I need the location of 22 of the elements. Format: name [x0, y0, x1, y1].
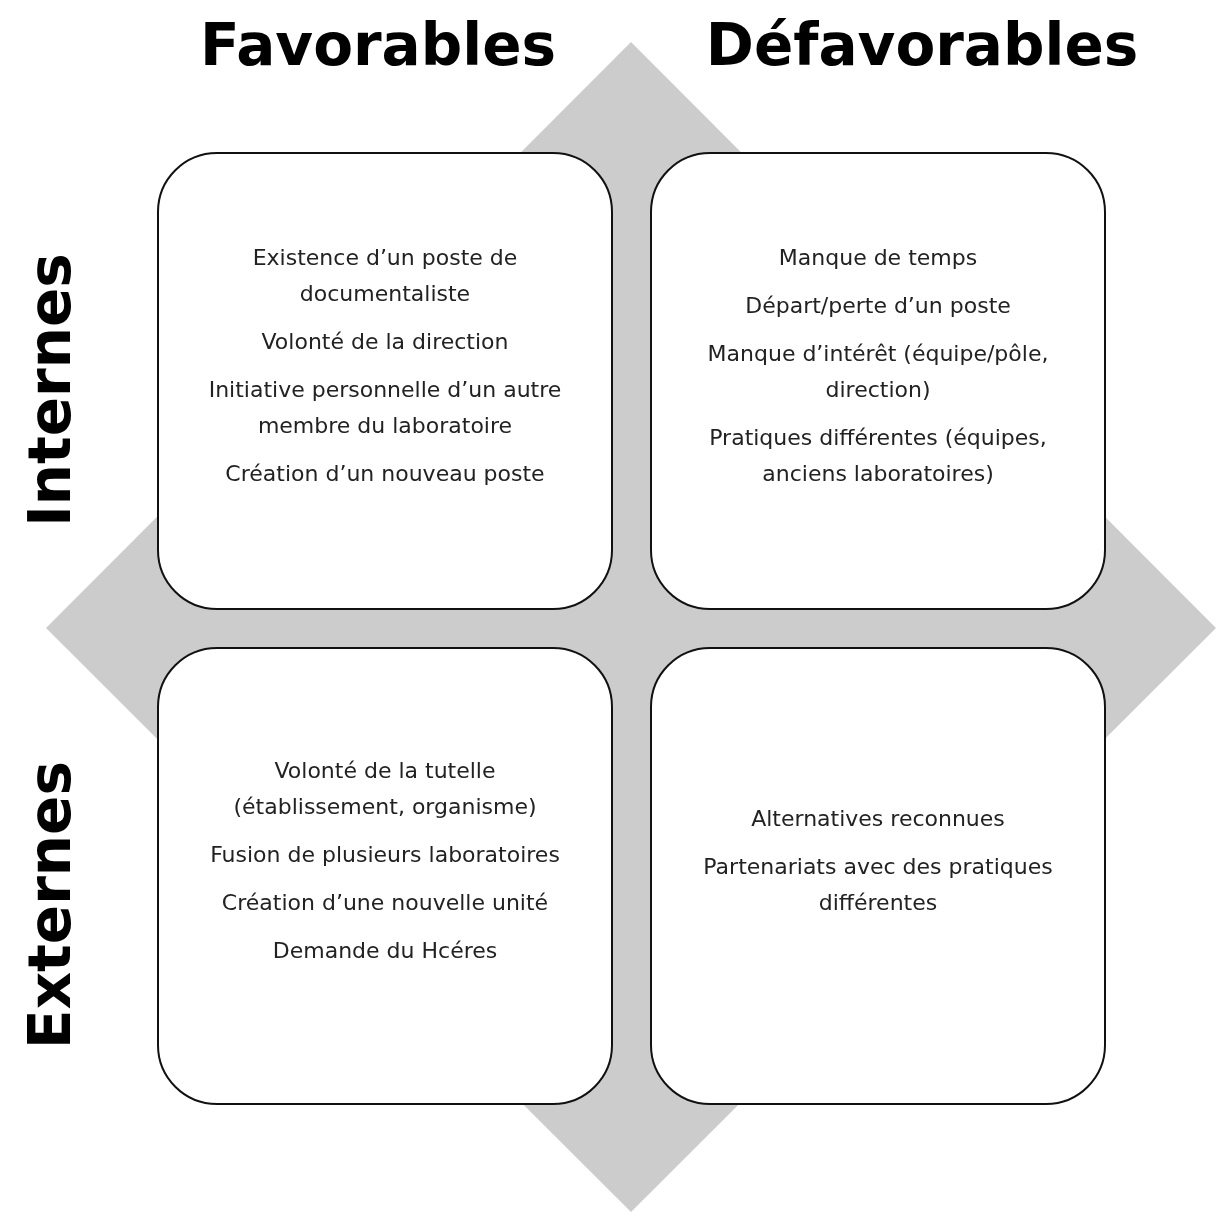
list-item: Création d’une nouvelle unité [221, 889, 549, 917]
list-item: Départ/perte d’un poste [745, 292, 1011, 320]
rounded-box [157, 152, 613, 610]
list-item: Manque de temps [778, 244, 978, 272]
list-item: Création d’un nouveau poste [225, 460, 545, 488]
row-heading: Internes [21, 253, 79, 527]
rounded-box [157, 647, 613, 1105]
list-item: Demande du Hcéres [272, 937, 498, 965]
list-item: Initiative personnelle d’un autre membre du laboratoire [207, 376, 563, 440]
column-heading: Favorables [200, 16, 556, 74]
list-item: Volonté de la tutelle (établissement, organisme) [232, 757, 538, 821]
list-item: Manque d’intérêt (équipe/pôle, direction) [706, 340, 1050, 404]
rounded-box [650, 152, 1106, 610]
list-item: Existence d’un poste de documentaliste [251, 244, 519, 308]
list-item: Pratiques différentes (équipes, anciens laboratoires) [708, 424, 1048, 488]
list-item: Volonté de la direction [261, 328, 509, 356]
list-item: Fusion de plusieurs laboratoires [210, 841, 560, 869]
rounded-box [650, 647, 1106, 1105]
column-heading: Défavorables [705, 16, 1139, 74]
row-heading: Externes [21, 761, 79, 1049]
list-item: Partenariats avec des pratiques différentes [702, 853, 1054, 917]
list-item: Alternatives reconnues [751, 805, 1005, 833]
